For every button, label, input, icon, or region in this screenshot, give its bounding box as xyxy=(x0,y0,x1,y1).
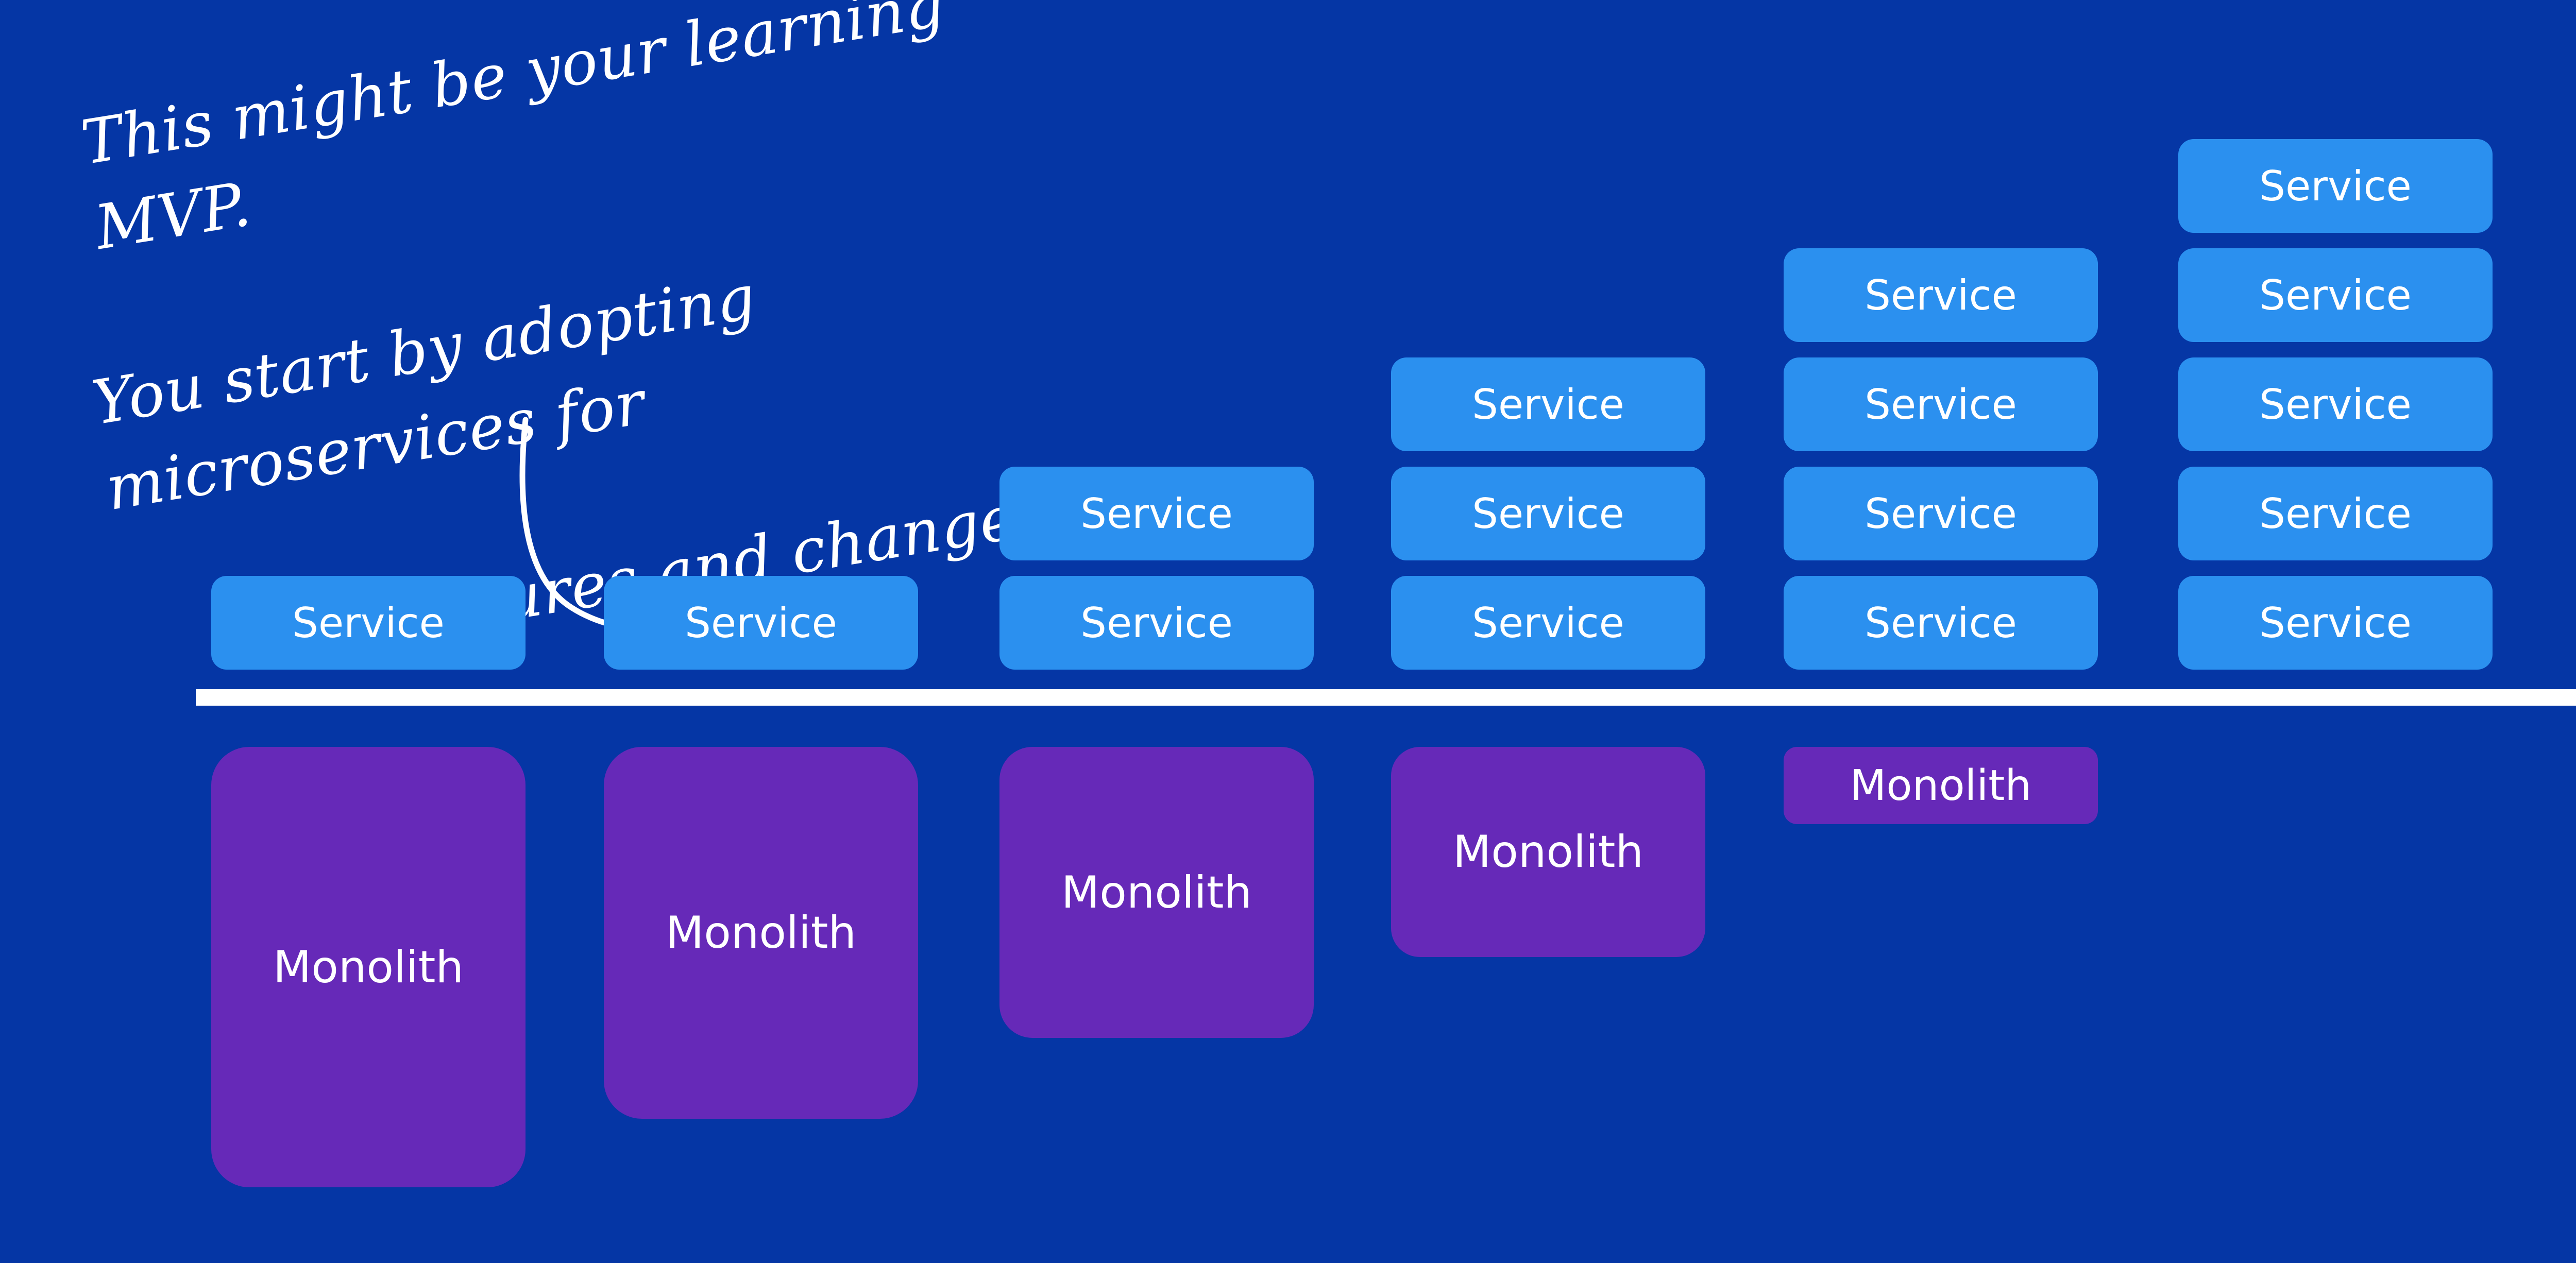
service-label: Service xyxy=(1472,380,1624,429)
service-box[interactable]: Service xyxy=(1391,467,1705,560)
service-box[interactable]: Service xyxy=(1391,576,1705,670)
stage-4-services: Service Service Service xyxy=(1391,357,1705,670)
stage-2-services: Service xyxy=(604,576,918,670)
service-box[interactable]: Service xyxy=(999,467,1314,560)
service-box[interactable]: Service xyxy=(2178,248,2493,342)
monolith-box[interactable]: Monolith xyxy=(999,747,1314,1038)
monolith-label: Monolith xyxy=(1453,826,1643,878)
service-label: Service xyxy=(2259,599,2412,647)
service-box[interactable]: Service xyxy=(2178,357,2493,451)
service-box[interactable]: Service xyxy=(1784,248,2098,342)
monolith-label: Monolith xyxy=(1061,866,1252,918)
service-box[interactable]: Service xyxy=(2178,139,2493,233)
service-box[interactable]: Service xyxy=(604,576,918,670)
monolith-box[interactable]: Monolith xyxy=(604,747,918,1119)
service-box[interactable]: Service xyxy=(1784,467,2098,560)
service-box[interactable]: Service xyxy=(2178,576,2493,670)
annotation-line-2: You start by adopting microservices for xyxy=(87,261,761,524)
service-box[interactable]: Service xyxy=(2178,467,2493,560)
service-label: Service xyxy=(2259,489,2412,538)
service-label: Service xyxy=(685,599,837,647)
service-label: Service xyxy=(1080,599,1233,647)
monolith-label: Monolith xyxy=(273,941,464,993)
stage-1-services: Service xyxy=(211,576,526,670)
service-box[interactable]: Service xyxy=(999,576,1314,670)
service-box[interactable]: Service xyxy=(1391,357,1705,451)
monolith-label: Monolith xyxy=(666,907,856,959)
stage-6-services: Service Service Service Service Service xyxy=(2178,139,2493,670)
service-box[interactable]: Service xyxy=(1784,576,2098,670)
service-label: Service xyxy=(1865,380,2017,429)
annotation-line-1: This might be your learning MVP. xyxy=(76,0,950,264)
service-label: Service xyxy=(1865,599,2017,647)
monolith-box[interactable]: Monolith xyxy=(211,747,526,1187)
monolith-box[interactable]: Monolith xyxy=(1391,747,1705,957)
service-label: Service xyxy=(2259,380,2412,429)
service-label: Service xyxy=(2259,271,2412,319)
service-label: Service xyxy=(292,599,445,647)
service-label: Service xyxy=(1080,489,1233,538)
service-label: Service xyxy=(1865,271,2017,319)
time-progression-arrow xyxy=(196,689,2576,706)
service-box[interactable]: Service xyxy=(211,576,526,670)
service-label: Service xyxy=(1472,599,1624,647)
service-label: Service xyxy=(1472,489,1624,538)
service-label: Service xyxy=(1865,489,2017,538)
monolith-label: Monolith xyxy=(1850,761,2032,810)
stage-5-services: Service Service Service Service xyxy=(1784,248,2098,670)
service-label: Service xyxy=(2259,162,2412,210)
stage-3-services: Service Service xyxy=(999,467,1314,670)
service-box[interactable]: Service xyxy=(1784,357,2098,451)
monolith-box[interactable]: Monolith xyxy=(1784,747,2098,824)
